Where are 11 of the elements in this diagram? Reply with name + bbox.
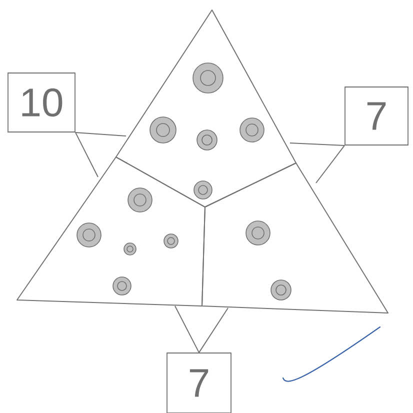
- number-box: 7: [344, 86, 408, 146]
- region: [16, 156, 206, 306]
- connector-line: [174, 306, 200, 354]
- connector-line: [290, 142, 346, 146]
- number-box: 7: [166, 352, 232, 413]
- connector-line: [316, 144, 346, 184]
- number-box: 10: [8, 72, 76, 132]
- connector-line: [198, 308, 228, 354]
- region: [202, 162, 388, 314]
- connector-line: [74, 132, 98, 178]
- connector-line: [74, 132, 126, 136]
